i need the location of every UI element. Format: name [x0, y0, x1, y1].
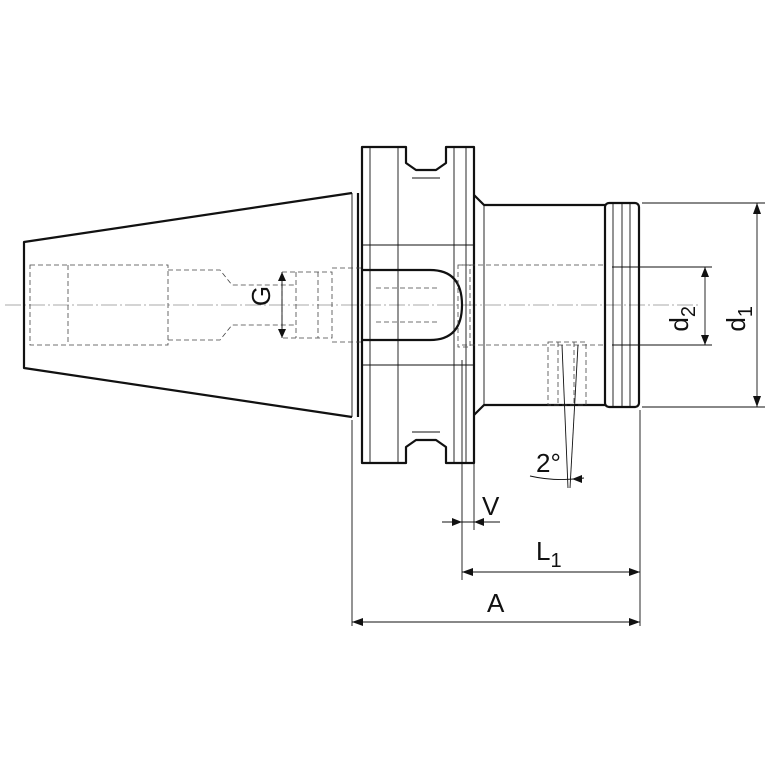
dimension-G — [278, 272, 286, 338]
taper-shank — [22, 191, 360, 419]
pull-stud — [362, 268, 464, 342]
label-d2-sub: 2 — [678, 306, 700, 317]
label-V: V — [482, 491, 500, 521]
dimension-d2 — [612, 266, 712, 346]
svg-text:d1: d1 — [721, 306, 757, 332]
label-d1-sub: 1 — [735, 306, 757, 317]
label-G: G — [246, 286, 276, 306]
label-d2-main: d — [664, 317, 694, 331]
dimension-angle — [529, 344, 585, 489]
label-angle: 2° — [536, 448, 561, 478]
svg-text:d2: d2 — [664, 306, 700, 332]
label-L1: L1 — [536, 536, 562, 572]
dimension-V — [442, 360, 500, 580]
hidden-features — [29, 264, 605, 406]
label-d1: d1 — [721, 306, 757, 332]
label-A: A — [487, 588, 505, 618]
dimension-A — [351, 420, 640, 626]
dimension-d1 — [642, 202, 765, 408]
label-d1-main: d — [721, 317, 751, 331]
dimension-L1 — [462, 410, 641, 626]
label-d2: d2 — [664, 306, 700, 332]
label-L1-main: L — [536, 536, 550, 566]
label-L1-sub: 1 — [550, 550, 561, 572]
